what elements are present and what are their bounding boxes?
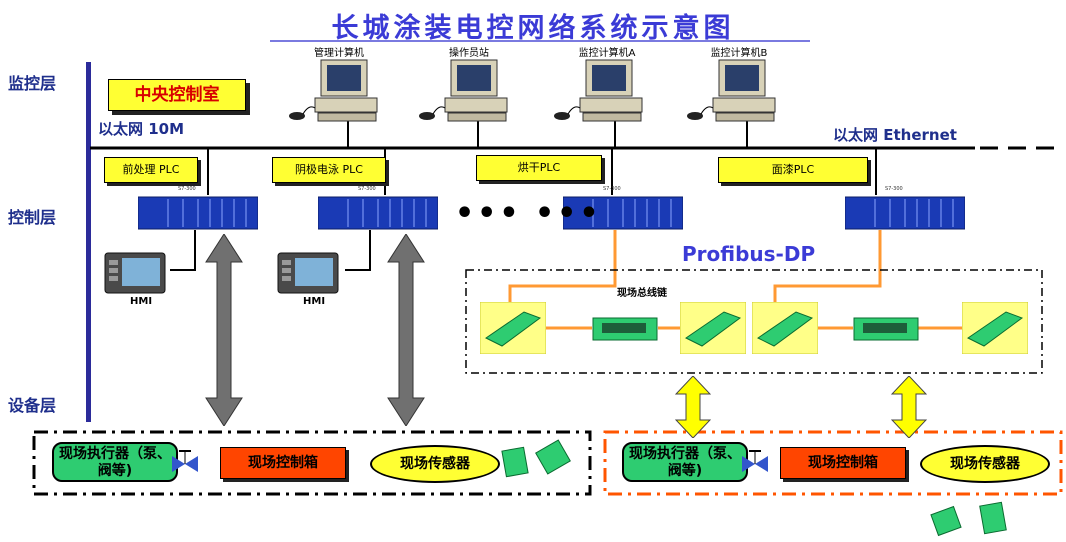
pc-icon [554, 59, 643, 122]
layer-label-monitor: 监控层 [8, 74, 57, 93]
fieldbus-label: 现场总线链 [617, 288, 667, 299]
plc-label-pretreatment: 前处理 PLC [104, 157, 198, 183]
device-area-box-b [603, 430, 1063, 496]
plc-label-topcoat: 面漆PLC [718, 157, 868, 183]
ellipsis-more-plcs: ••• ••• [455, 196, 602, 231]
gray-double-arrow [205, 234, 243, 426]
rack-label: S7-300 [885, 186, 903, 192]
sensor-icon [930, 501, 1007, 537]
hmi-icon [277, 252, 339, 294]
field-sensor-b: 现场传感器 [920, 445, 1050, 483]
field-actuator-b: 现场执行器（泵、阀等) [622, 442, 748, 482]
gray-double-arrow [387, 234, 425, 426]
io-module-icon [592, 317, 658, 341]
hmi-icon [104, 252, 166, 294]
io-module-icon [853, 317, 919, 341]
io-module-icon [680, 302, 746, 354]
plc-label-drying: 烘干PLC [476, 155, 602, 181]
hmi-label: HMI [130, 296, 153, 307]
plc-rack-icon [845, 196, 965, 230]
pc-label-operator: 操作员站 [449, 48, 489, 59]
field-sensor-a: 现场传感器 [370, 445, 500, 483]
profibus-label: Profibus-DP [682, 242, 816, 266]
profibus-line-b [773, 230, 882, 305]
io-module-icon [962, 302, 1028, 354]
yellow-double-arrow [891, 376, 927, 438]
pc-label-management: 管理计算机 [314, 48, 364, 59]
device-area-box-a [32, 430, 592, 496]
plc-rack-icon [318, 196, 438, 230]
layer-axis-bar [86, 62, 91, 422]
rack-label: S7-300 [603, 186, 621, 192]
ethernet-10m-label: 以太网 10M [98, 120, 185, 138]
central-control-room: 中央控制室 [108, 79, 246, 111]
diagram-title: 长城涂装电控网络系统示意图 [331, 13, 735, 44]
pc-icon [289, 59, 378, 122]
pc-label-monitor-a: 监控计算机A [578, 48, 636, 59]
plc-rack-icon [563, 196, 683, 230]
layer-label-control: 控制层 [8, 208, 57, 227]
field-actuator-a: 现场执行器（泵、阀等) [52, 442, 178, 482]
title-underline [270, 40, 810, 42]
profibus-line-a [508, 230, 617, 305]
pc-icon [687, 59, 776, 122]
plc-label-electrophoresis: 阴极电泳 PLC [272, 157, 386, 183]
sensor-icon [501, 439, 571, 478]
valve-icon [172, 450, 198, 472]
field-control-box-b: 现场控制箱 [780, 447, 906, 479]
valve-icon [742, 450, 768, 472]
fieldbus-box [465, 269, 1043, 374]
yellow-double-arrow [675, 376, 711, 438]
io-module-icon [752, 302, 818, 354]
rack-label: S7-300 [178, 186, 196, 192]
field-control-box-a: 现场控制箱 [220, 447, 346, 479]
plc-rack-icon [138, 196, 258, 230]
layer-label-device: 设备层 [8, 396, 57, 415]
pc-label-monitor-b: 监控计算机B [710, 48, 768, 59]
ethernet-label: 以太网 Ethernet [833, 126, 957, 144]
rack-label: S7-300 [358, 186, 376, 192]
io-module-icon [480, 302, 546, 354]
pc-icon [419, 59, 508, 122]
hmi-label: HMI [303, 296, 326, 307]
